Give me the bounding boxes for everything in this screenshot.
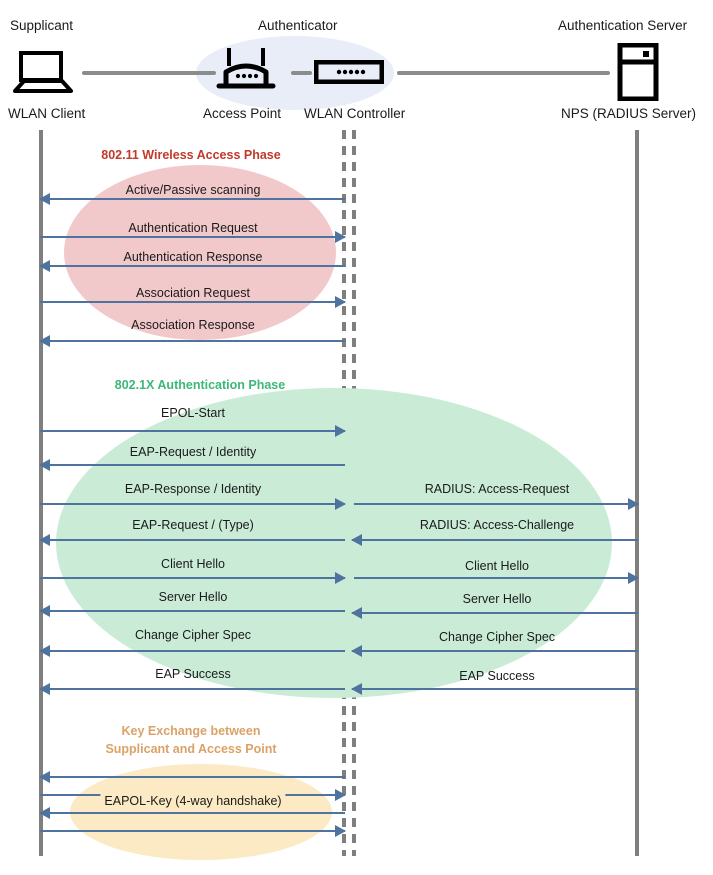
phase-blob-dot1x [56, 388, 612, 698]
message-label: EAP-Response / Identity [124, 482, 262, 496]
message-label: Authentication Response [123, 250, 263, 264]
actor-device-access-point: Access Point [203, 106, 282, 121]
message-label: EPOL-Start [161, 406, 225, 420]
message-arrow [39, 771, 345, 783]
lifeline-supplicant [39, 130, 43, 856]
message-label: Change Cipher Spec [134, 628, 252, 642]
message-arrow [40, 425, 346, 437]
message-label: EAP Success [155, 667, 231, 681]
actor-role-authenticator: Authenticator [258, 18, 338, 33]
message-arrow [351, 534, 638, 546]
message-label: Association Request [136, 286, 250, 300]
message-label: EAP-Request / (Type) [132, 518, 254, 532]
message-arrow [39, 645, 345, 657]
message-arrow [351, 645, 638, 657]
access-point-icon [216, 46, 276, 99]
message-label: Change Cipher Spec [438, 630, 556, 644]
message-arrow [40, 296, 346, 308]
message-arrow [39, 193, 345, 205]
message-arrow [39, 807, 345, 819]
message-arrow [39, 459, 345, 471]
message-label: Association Response [131, 318, 255, 332]
message-label: Server Hello [462, 592, 532, 606]
message-arrow [40, 231, 346, 243]
server-icon [617, 42, 659, 106]
wlan-controller-icon [313, 59, 385, 89]
lifeline-authentication-server [635, 130, 639, 856]
message-label: Active/Passive scanning [125, 183, 261, 197]
message-arrow [39, 534, 345, 546]
wire-controller-to-server [397, 71, 610, 75]
actor-role-authentication-server: Authentication Server [558, 18, 688, 33]
actor-device-wlan-client: WLAN Client [8, 106, 86, 121]
phase-blob-wireless-access [64, 165, 336, 340]
message-label: Client Hello [161, 557, 225, 571]
message-label: EAPOL-Key (4-way handshake) [100, 793, 286, 809]
message-label: Server Hello [158, 590, 228, 604]
message-arrow [39, 335, 345, 347]
message-arrow [351, 607, 638, 619]
wire-ap-to-controller [291, 71, 312, 75]
message-arrow [354, 572, 639, 584]
message-arrow [40, 572, 346, 584]
wire-client-to-ap [82, 71, 216, 75]
actor-device-wlan-controller: WLAN Controller [304, 106, 406, 121]
message-label: Client Hello [465, 559, 529, 573]
phase-caption-dot1x: 802.1X Authentication Phase [114, 378, 286, 392]
message-label: EAP-Request / Identity [129, 445, 257, 459]
actor-device-nps-radius-server: NPS (RADIUS Server) [561, 106, 697, 121]
message-arrow [354, 498, 639, 510]
message-arrow [39, 683, 345, 695]
message-label: RADIUS: Access-Request [424, 482, 570, 496]
phase-caption-wireless-access: 802.11 Wireless Access Phase [101, 148, 281, 162]
phase-caption-key-exchange: Key Exchange between Supplicant and Acce… [105, 724, 277, 756]
message-arrow [351, 683, 638, 695]
message-label: RADIUS: Access-Challenge [419, 518, 575, 532]
actor-role-supplicant: Supplicant [10, 18, 74, 33]
message-label: Authentication Request [128, 221, 258, 235]
laptop-icon [12, 50, 74, 99]
message-arrow [40, 825, 346, 837]
message-arrow [40, 498, 346, 510]
message-arrow [39, 260, 345, 272]
message-arrow [39, 605, 345, 617]
message-label: EAP Success [459, 669, 535, 683]
